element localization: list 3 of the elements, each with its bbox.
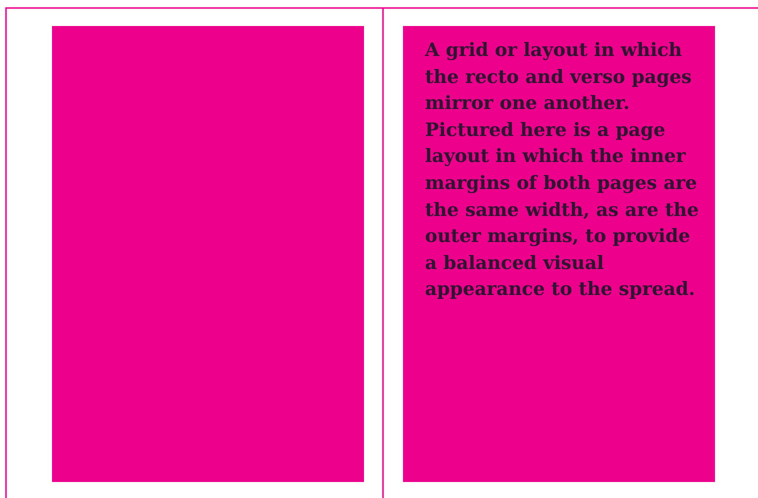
text-block [403, 26, 715, 482]
page-block [52, 26, 364, 482]
description-text: A grid or layout in which the recto and verso pages mirror one another. Pictured here is a page layout in which the inner margins of both pages are the same width, as are the outer margins, to provide a balanced visual appearance to the spread. [425, 39, 699, 302]
